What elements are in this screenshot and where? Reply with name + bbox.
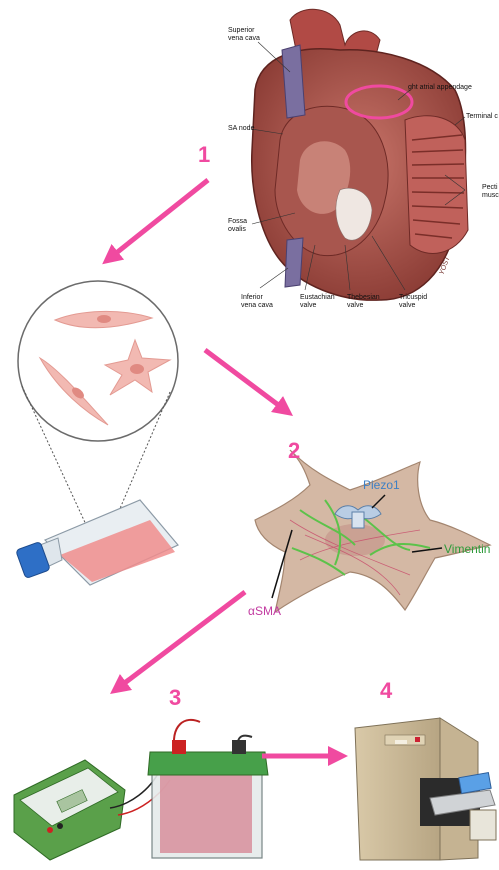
step-label-4: 4	[380, 678, 392, 704]
label-tricuspid-valve: Tricuspid valve	[399, 294, 427, 310]
arrow-3	[118, 592, 245, 688]
label-asma: αSMA	[248, 604, 281, 618]
imager-machine-illustration	[355, 718, 496, 860]
label-terminal-crest: Terminal c	[466, 113, 498, 121]
electrophoresis-illustration	[14, 720, 268, 860]
label-sa-node: SA node	[228, 125, 254, 133]
label-right-atrial-appendage: ght atrial appendage	[408, 84, 472, 92]
label-fossa-ovalis: Fossa ovalis	[228, 218, 247, 234]
heart-illustration	[251, 9, 468, 300]
step-label-3: 3	[169, 685, 181, 711]
step-label-1: 1	[198, 142, 210, 168]
label-pectinate-muscles: Pecti musc	[482, 184, 499, 200]
cell-isolation-illustration	[16, 281, 178, 585]
arrow-1	[110, 180, 208, 258]
label-vimentin: Vimentin	[444, 542, 490, 556]
label-inferior-vena-cava: Inferior vena cava	[241, 294, 273, 310]
step-label-2: 2	[288, 438, 300, 464]
fibroblast-cell-illustration	[255, 450, 490, 612]
label-thebesian-valve: Thebesian valve	[347, 294, 380, 310]
label-superior-vena-cava: Superior vena cava	[228, 27, 260, 43]
label-piezo1: Piezo1	[363, 478, 400, 492]
arrow-2	[205, 350, 285, 410]
label-eustachian-valve: Eustachian valve	[300, 294, 335, 310]
